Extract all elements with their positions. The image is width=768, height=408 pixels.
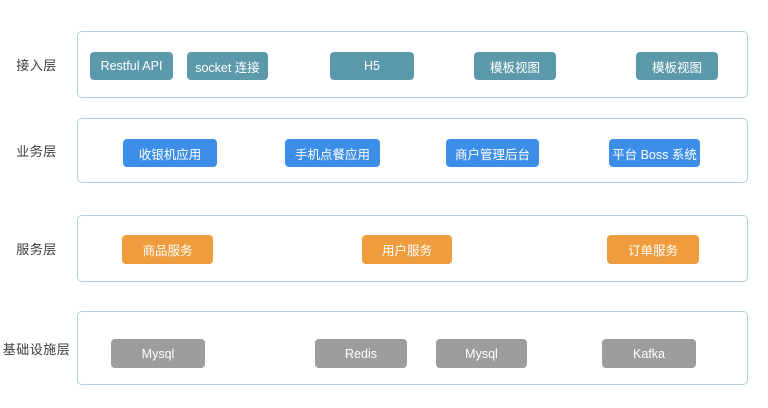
business-node-3: 平台 Boss 系统 <box>609 139 700 167</box>
layer-label-access: 接入层 <box>16 58 57 73</box>
business-node-2: 商户管理后台 <box>446 139 539 167</box>
access-node-0: Restful API <box>90 52 173 80</box>
access-node-4: 模板视图 <box>636 52 718 80</box>
infrastructure-node-3: Kafka <box>602 339 696 368</box>
infrastructure-node-2: Mysql <box>436 339 527 368</box>
service-node-2: 订单服务 <box>607 235 699 264</box>
service-node-1: 用户服务 <box>362 235 452 264</box>
infrastructure-node-1: Redis <box>315 339 407 368</box>
service-node-0: 商品服务 <box>122 235 213 264</box>
layer-label-infrastructure: 基础设施层 <box>2 341 71 357</box>
layer-label-service: 服务层 <box>16 242 57 257</box>
business-node-0: 收银机应用 <box>123 139 217 167</box>
access-node-2: H5 <box>330 52 414 80</box>
business-node-1: 手机点餐应用 <box>285 139 380 167</box>
access-node-1: socket 连接 <box>187 52 268 80</box>
access-node-3: 模板视图 <box>474 52 556 80</box>
layer-label-business: 业务层 <box>16 144 57 159</box>
infrastructure-node-0: Mysql <box>111 339 205 368</box>
